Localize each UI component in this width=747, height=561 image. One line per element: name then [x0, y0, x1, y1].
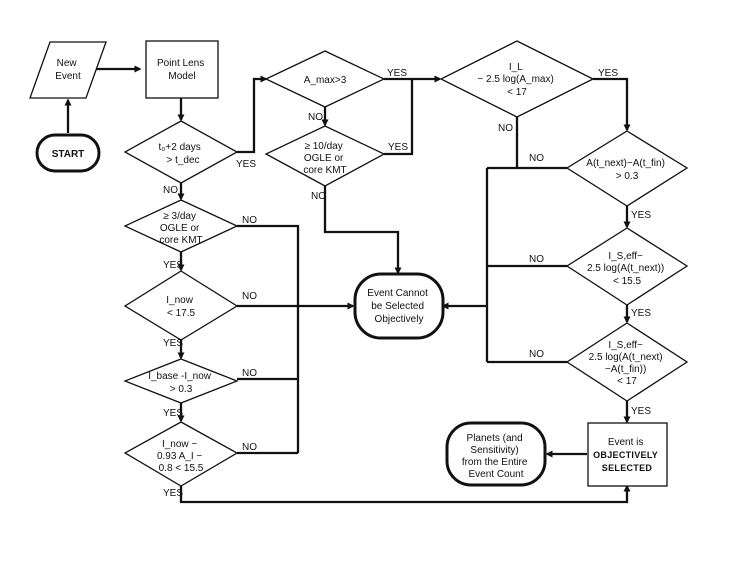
new-event-label: New Event	[55, 58, 81, 82]
new-event-node	[29, 41, 107, 99]
edge-label-il-no: NO	[498, 123, 513, 134]
edge-label-amax-yes: YES	[387, 68, 407, 79]
inow-check-node	[123, 270, 239, 341]
edge-label-lsnextfin-no: NO	[529, 349, 544, 360]
edge-label-anext-yes: YES	[631, 210, 651, 221]
edge-label-inow093-no: NO	[242, 442, 257, 453]
il-check-label: I_L − 2.5 log(A_max) < 17	[477, 62, 556, 98]
objectively-selected-node	[587, 422, 668, 487]
edge-il-yes-to-anext	[593, 77, 631, 132]
edge-label-anext-no: NO	[529, 153, 544, 164]
edge-label-10perday-yes: YES	[388, 142, 408, 153]
ten-per-day-label: ≥ 10/day OGLE or core KMT	[303, 141, 346, 176]
t0-check-node	[123, 120, 239, 184]
ls-next-node	[565, 227, 689, 306]
ten-per-day-node	[264, 125, 386, 187]
edge-label-10perday-no: NO	[311, 191, 326, 202]
amax-check-label: A_max>3	[304, 75, 347, 86]
edge-label-3perday-no: NO	[242, 215, 257, 226]
t0-check-label: t₀+2 days > t_dec	[158, 142, 203, 166]
a-next-fin-label: A(t_next)−A(t_fin) > 0.3	[586, 158, 667, 182]
edge-10perday-no-to-cannot	[323, 186, 402, 275]
edge-3perday-no	[237, 224, 300, 453]
ibase-check-node	[123, 358, 239, 404]
ls-next-label: I_S,eff− 2.5 log(A(t_next)) < 15.5	[587, 251, 667, 287]
edge-label-ibase-no: NO	[242, 368, 257, 379]
edge-label-t0-no: NO	[163, 185, 178, 196]
node-text: New Event Point Lens Model START t₀+2 da…	[52, 58, 667, 480]
a-next-fin-node	[565, 130, 689, 207]
point-lens-label: Point Lens Model	[157, 58, 207, 82]
il-check-node	[439, 40, 595, 118]
ibase-check-label: I_base -I_now > 0.3	[148, 371, 214, 395]
edge-label-3perday-yes: YES	[163, 260, 183, 271]
cannot-select-node	[353, 272, 445, 340]
edge-label-inow093-yes: YES	[163, 488, 183, 499]
inow-check-label: I_now < 17.5	[166, 295, 195, 319]
edge-10perday-yes	[384, 79, 414, 156]
edge-t0-yes-to-amax	[237, 75, 268, 154]
inow-093-label: I_now − 0.93 A_I − 0.8 < 15.5	[157, 439, 205, 474]
inow-093-node	[123, 421, 239, 487]
edge-label-t0-yes: YES	[236, 159, 256, 170]
shapes	[29, 40, 689, 487]
planets-node	[445, 421, 547, 487]
edge-label-lsnextfin-yes: YES	[631, 406, 651, 417]
start-node	[35, 133, 101, 173]
start-label: START	[52, 149, 85, 160]
edge-label-amax-no: NO	[308, 112, 323, 123]
three-per-day-label: ≥ 3/day OGLE or core KMT	[159, 211, 202, 246]
edge-label-ibase-yes: YES	[163, 408, 183, 419]
objectively-selected-label: Event is OBJECTIVELY SELECTED	[593, 437, 661, 473]
cannot-select-label: Event Cannot be Selected Objectively	[367, 288, 430, 325]
planets-label: Planets (and Sensitivity) from the Entir…	[462, 433, 530, 480]
amax-check-node	[264, 50, 386, 108]
edge-label-inow-yes: YES	[163, 338, 183, 349]
edge-labels: YES NO YES NO YES NO YES NO NO YES NO YE…	[163, 68, 651, 499]
edge-label-lsnext-no: NO	[529, 254, 544, 265]
ls-next-fin-label: I_S,eff− 2.5 log(A(t_next) −A(t_fin)) < …	[589, 340, 666, 387]
three-per-day-node	[123, 199, 239, 253]
edge-label-inow-no: NO	[242, 291, 257, 302]
ls-next-fin-node	[565, 322, 689, 402]
edge-label-il-yes: YES	[598, 68, 618, 79]
edge-inow093-yes-to-selected	[179, 484, 631, 504]
point-lens-node	[145, 40, 219, 99]
edge-label-lsnext-yes: YES	[631, 308, 651, 319]
